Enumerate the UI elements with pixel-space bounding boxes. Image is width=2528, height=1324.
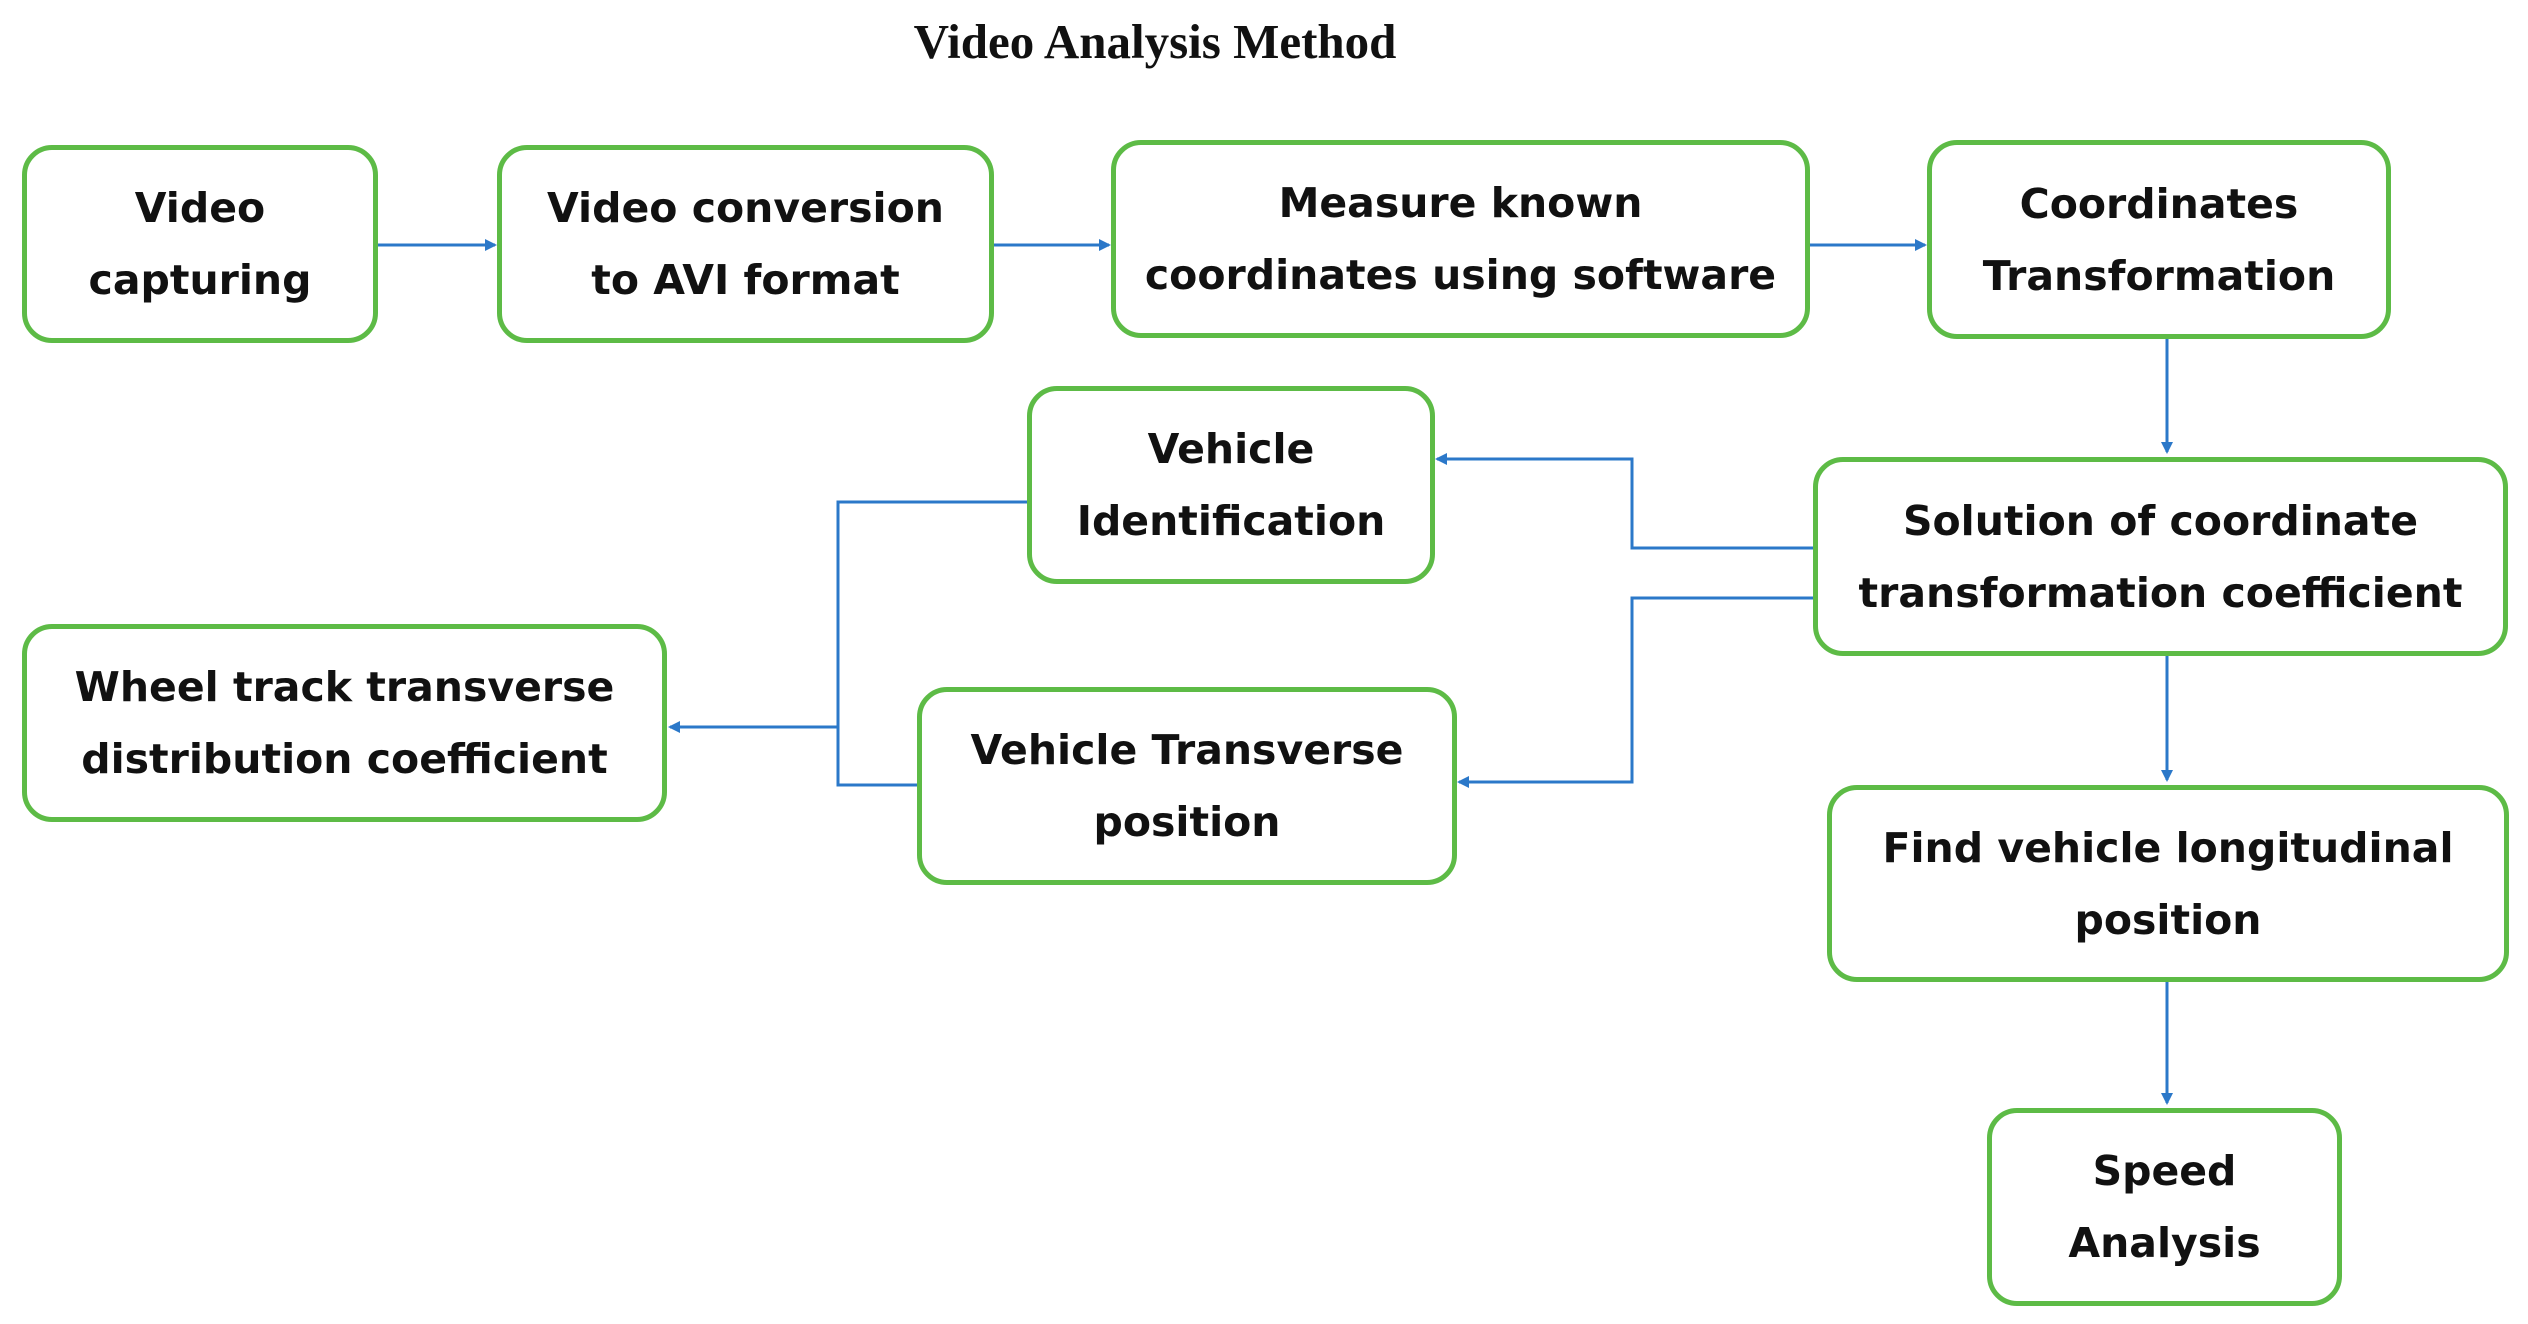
node-label: Vehicle Transverse position	[970, 726, 1404, 846]
diagram-title: Video Analysis Method	[913, 14, 1397, 69]
node-measure-coordinates: Measure known coordinates using software	[1111, 140, 1810, 338]
connector-identification-to-merge	[836, 500, 1027, 727]
node-vehicle-identification: Vehicle Identification	[1027, 386, 1435, 584]
node-video-conversion: Video conversion to AVI format	[497, 145, 994, 343]
arrow-solution-to-identification	[1435, 453, 1813, 550]
node-speed-analysis: Speed Analysis	[1987, 1108, 2342, 1306]
node-label: Video conversion to AVI format	[547, 184, 944, 304]
node-wheel-track-coefficient: Wheel track transverse distribution coef…	[22, 624, 667, 822]
node-label: Speed Analysis	[2068, 1147, 2261, 1267]
node-label: Vehicle Identification	[1076, 425, 1386, 545]
node-label: Coordinates Transformation	[1982, 179, 2336, 300]
node-coordinates-transformation: Coordinates Transformation	[1927, 140, 2391, 339]
node-label: Find vehicle longitudinal position	[1882, 823, 2454, 944]
node-video-capturing: Video capturing	[22, 145, 378, 343]
node-label: Video capturing	[88, 184, 312, 304]
node-label: Wheel track transverse distribution coef…	[74, 663, 615, 783]
connector-transverse-position-to-merge	[836, 727, 917, 787]
node-solution-coefficient: Solution of coordinate transformation co…	[1813, 457, 2508, 656]
arrow-solution-to-transverse-position	[1457, 596, 1813, 788]
node-vehicle-transverse-position: Vehicle Transverse position	[917, 687, 1457, 885]
node-label: Measure known coordinates using software	[1144, 179, 1777, 299]
node-label: Solution of coordinate transformation co…	[1858, 496, 2463, 617]
node-longitudinal-position: Find vehicle longitudinal position	[1827, 785, 2509, 982]
